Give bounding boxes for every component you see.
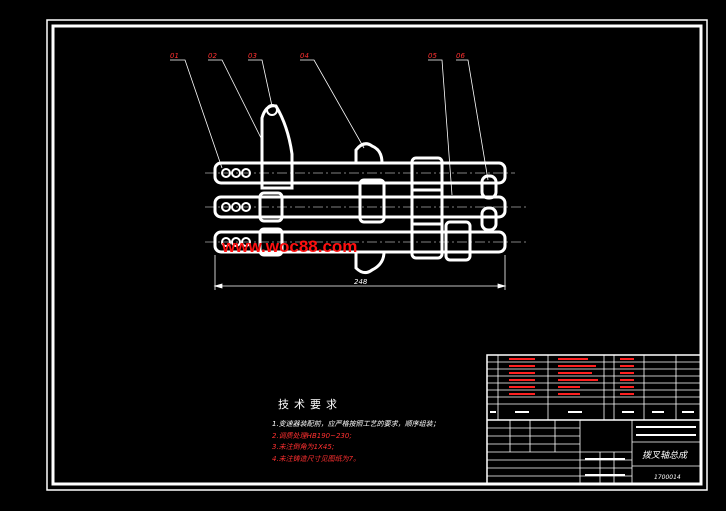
fork-upper-left bbox=[260, 104, 294, 190]
parts-list-header-marks bbox=[490, 411, 696, 476]
tech-requirement-item: 2.调质处理HB190~230; bbox=[272, 431, 352, 440]
part-leaders bbox=[170, 59, 489, 196]
lug-right-1 bbox=[480, 174, 498, 200]
balloon-01: 01 bbox=[170, 52, 179, 60]
balloon-04: 04 bbox=[300, 52, 309, 60]
drawing-number: 1700014 bbox=[654, 474, 681, 481]
fork-mid-upper bbox=[354, 142, 384, 164]
tech-requirement-item: 1.变速器装配前，应严格按照工艺的要求，顺序组装； bbox=[272, 420, 440, 428]
block-mid bbox=[358, 178, 386, 224]
balloon-labels: 01 02 03 04 05 06 bbox=[170, 52, 465, 60]
balloon-05: 05 bbox=[428, 52, 437, 60]
centerlines bbox=[205, 172, 528, 243]
balloon-03: 03 bbox=[248, 52, 257, 60]
balloon-02: 02 bbox=[208, 52, 217, 60]
tech-requirement-item: 3.未注倒角为1X45; bbox=[272, 443, 335, 452]
block-center bbox=[410, 156, 444, 260]
title-block bbox=[486, 354, 702, 485]
overall-dimension bbox=[213, 255, 507, 290]
drawing-name: 拨叉轴总成 bbox=[642, 450, 689, 461]
watermark: www.woc88.com bbox=[222, 237, 358, 256]
balloon-06: 06 bbox=[456, 52, 465, 60]
lug-right-2 bbox=[480, 206, 498, 232]
outer-frame bbox=[46, 19, 708, 491]
inner-frame bbox=[51, 24, 703, 486]
parts-list-entries bbox=[509, 358, 634, 395]
dimension-248: 248 bbox=[354, 278, 368, 286]
detent-grooves bbox=[221, 168, 251, 247]
tech-requirement-item: 4.未注铸造尺寸见图纸为7。 bbox=[272, 454, 361, 463]
fork-mid-lower bbox=[354, 251, 386, 275]
tech-requirements-list: 1.变速器装配前，应严格按照工艺的要求，顺序组装； 2.调质处理HB190~23… bbox=[272, 419, 440, 465]
block-right-lower bbox=[444, 220, 472, 262]
tech-requirements-title: 技术要求 bbox=[278, 398, 342, 411]
